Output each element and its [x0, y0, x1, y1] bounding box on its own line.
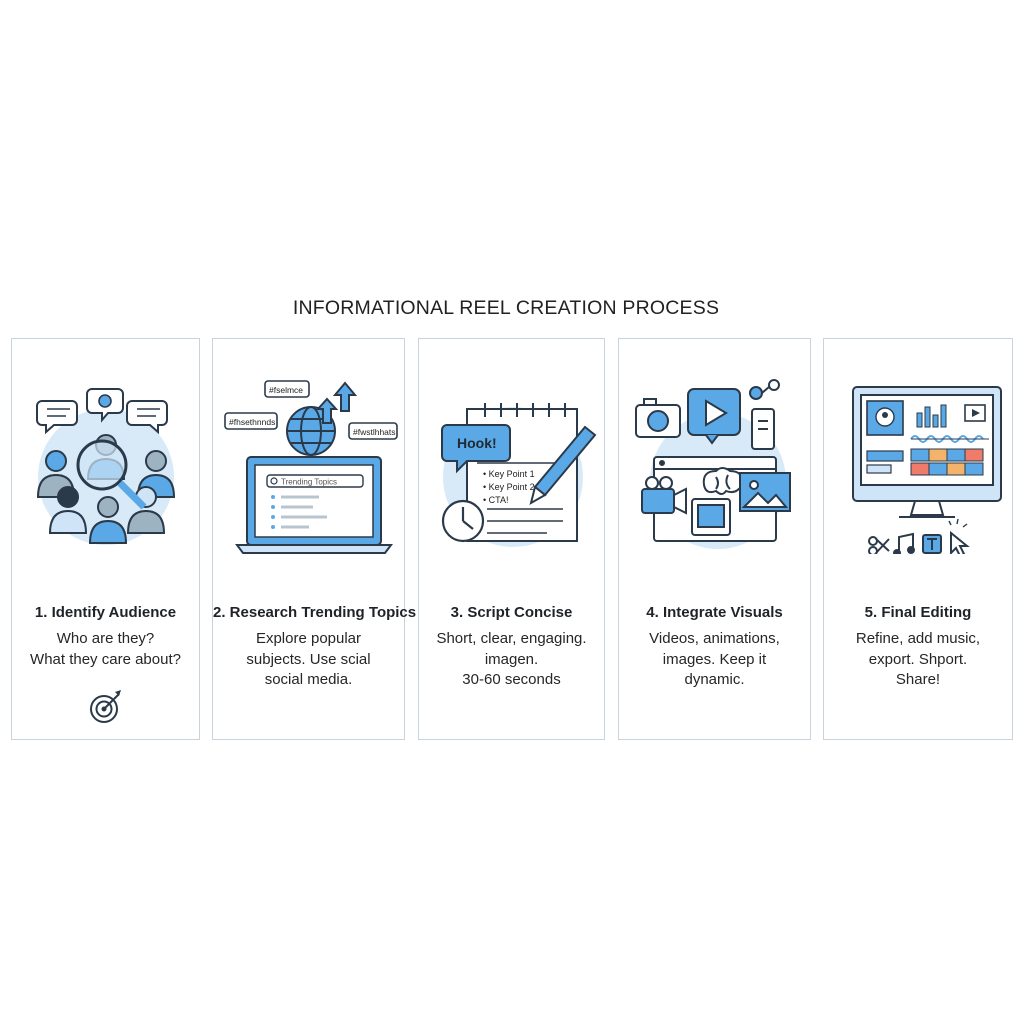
script-illustration: Hook! • Key Point 1 • Key Point 2 • CTA!	[419, 369, 604, 579]
research-illustration: Trending Topics #fselmce #fhse	[213, 369, 404, 579]
step-description-line: dynamic.	[684, 671, 745, 688]
script-line: • Key Point 2	[483, 482, 535, 492]
target-icon-wrap	[12, 687, 199, 727]
step-title: 1. Identify Audience	[34, 604, 177, 621]
magnifier-icon	[76, 439, 146, 510]
hashtag-label: #fhsethnnds	[229, 417, 275, 427]
script-line: • Key Point 1	[483, 469, 535, 479]
step-title: 2. Research Trending Topics	[213, 604, 417, 621]
step-description-line: Explore popular	[255, 630, 362, 647]
step-description-line: subjects. Use scial	[246, 650, 371, 668]
step-description-line: Short, clear, engaging.	[436, 630, 587, 647]
editing-illustration	[824, 369, 1012, 579]
step-description-line: Who are they?	[56, 630, 155, 647]
video-camera-icon	[640, 476, 687, 515]
step-description: Short, clear, engaging. imagen. 30-60 se…	[425, 629, 598, 691]
step-card-2: Trending Topics #fselmce #fhse	[212, 338, 417, 740]
hashtag-label: #fwstlhhats	[353, 427, 396, 437]
hashtag-label: #fselmce	[269, 385, 303, 395]
search-field-label: Trending Topics	[281, 478, 337, 487]
step-description-line: imagen.	[484, 650, 539, 668]
hook-label: Hook!	[457, 435, 497, 451]
hashtag-icon	[223, 380, 398, 440]
step-description: Refine, add music, export. Shport. Share…	[830, 629, 1006, 691]
step-description-line: Refine, add music,	[855, 630, 981, 647]
step-card-4: 4. Integrate Visuals Videos, animations,…	[618, 338, 811, 740]
step-card-3: Hook! • Key Point 1 • Key Point 2 • CTA!…	[418, 338, 605, 740]
diagram-title: INFORMATIONAL REEL CREATION PROCESS	[292, 297, 720, 319]
step-card-5: 5. Final Editing Refine, add music, expo…	[823, 338, 1013, 740]
up-arrow-icon	[315, 381, 357, 424]
step-description: Explore popular subjects. Use scial soci…	[219, 629, 398, 691]
cursor-icon	[950, 530, 970, 554]
music-icon	[893, 532, 915, 554]
laptop-icon	[234, 456, 393, 554]
people-group-icon	[35, 388, 175, 545]
step-description-line: Videos, animations,	[649, 630, 780, 647]
audience-illustration	[12, 369, 199, 579]
script-line: • CTA!	[483, 495, 508, 505]
step-description-line: 30-60 seconds	[462, 671, 561, 688]
step-card-1: 1. Identify Audience Who are they? What …	[11, 338, 200, 740]
play-icon	[686, 388, 741, 445]
phone-icon	[750, 408, 775, 450]
scissors-icon	[868, 536, 890, 554]
target-icon	[89, 690, 121, 723]
step-description-line: export. Shport.	[868, 650, 968, 668]
camera-icon	[634, 398, 681, 438]
pencil-icon	[528, 425, 596, 506]
clock-icon	[441, 499, 484, 543]
step-title: 3. Script Concise	[450, 604, 573, 621]
step-description: Videos, animations, images. Keep it dyna…	[625, 629, 804, 691]
step-title: 4. Integrate Visuals	[646, 604, 783, 621]
step-description-line: What they care about?	[30, 650, 181, 668]
text-icon	[922, 534, 942, 554]
speech-bubble-icon	[440, 424, 511, 474]
image-icon	[738, 472, 791, 512]
step-title: 5. Final Editing	[864, 604, 972, 621]
step-description-line: Share!	[895, 671, 941, 688]
step-description: Who are they? What they care about?	[18, 629, 193, 670]
step-description-line: images. Keep it	[662, 650, 767, 668]
brain-icon	[702, 467, 743, 495]
step-description-line: social media.	[264, 671, 353, 688]
visuals-illustration	[619, 369, 810, 579]
